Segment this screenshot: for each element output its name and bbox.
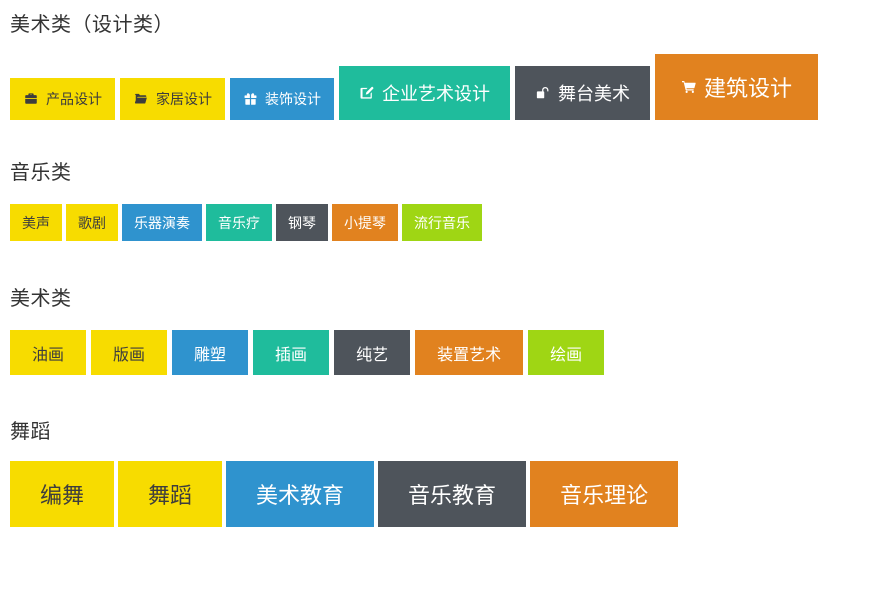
- section-dance: 舞蹈 编舞舞蹈美术教育音乐教育音乐理论: [0, 421, 874, 527]
- category-button-label: 歌剧: [78, 215, 106, 232]
- category-button-dance-5[interactable]: 音乐理论: [530, 461, 679, 527]
- category-button-design-6[interactable]: 建筑设计: [655, 54, 819, 120]
- category-button-label: 产品设计: [46, 92, 102, 108]
- button-row-art: 油画 版画 雕塑 插画 纯艺 装置艺术 绘画: [0, 330, 874, 375]
- section-title-dance: 舞蹈: [10, 419, 51, 443]
- category-button-design-5[interactable]: 舞台美术: [515, 66, 650, 120]
- category-button-label: 钢琴: [288, 215, 316, 232]
- section-title-design: 美术类（设计类）: [10, 12, 174, 36]
- category-button-art-2[interactable]: 版画: [91, 330, 168, 375]
- category-button-music-6[interactable]: 小提琴: [332, 204, 398, 241]
- category-button-label: 插画: [275, 344, 308, 364]
- category-button-design-4[interactable]: 企业艺术设计: [339, 66, 510, 120]
- pencil-square-icon: [359, 86, 375, 100]
- category-button-design-3[interactable]: 装饰设计: [230, 78, 334, 120]
- category-button-label: 编舞: [40, 484, 85, 509]
- category-button-label: 音乐教育: [408, 484, 497, 509]
- category-button-label: 雕塑: [194, 344, 227, 364]
- category-button-music-3[interactable]: 乐器演奏: [122, 204, 202, 241]
- category-button-dance-2[interactable]: 舞蹈: [118, 461, 223, 527]
- category-button-dance-3[interactable]: 美术教育: [226, 461, 375, 527]
- section-title-music: 音乐类: [10, 160, 72, 184]
- category-button-music-1[interactable]: 美声: [10, 204, 62, 241]
- button-row-design: 产品设计 家居设计 装饰设计 企业艺术设计 舞台美术 建筑设计: [0, 54, 874, 120]
- button-row-dance: 编舞 舞蹈 美术教育 音乐教育 音乐理论: [0, 461, 874, 527]
- category-button-music-7[interactable]: 流行音乐: [402, 204, 482, 241]
- category-button-label: 乐器演奏: [134, 215, 190, 232]
- category-button-music-4[interactable]: 音乐疗: [206, 204, 272, 241]
- category-button-label: 纯艺: [356, 344, 389, 364]
- section-title-art: 美术类: [10, 286, 72, 310]
- category-button-label: 舞台美术: [558, 84, 630, 105]
- category-button-label: 绘画: [550, 344, 583, 364]
- section-design: 美术类（设计类） 产品设计 家居设计 装饰设计 企业艺术设计 舞台美术 建筑设计: [0, 0, 874, 120]
- button-row-music: 美声 歌剧 乐器演奏 音乐疗 钢琴 小提琴 流行音乐: [0, 204, 874, 241]
- unlock-icon: [535, 86, 551, 100]
- category-button-label: 装饰设计: [265, 92, 321, 108]
- gift-icon: [243, 92, 258, 106]
- category-button-label: 油画: [32, 344, 65, 364]
- category-button-label: 流行音乐: [414, 215, 470, 232]
- category-button-music-2[interactable]: 歌剧: [66, 204, 118, 241]
- category-button-label: 小提琴: [344, 215, 386, 232]
- category-button-art-6[interactable]: 装置艺术: [415, 330, 524, 375]
- category-button-label: 美术教育: [256, 484, 345, 509]
- briefcase-icon: [23, 92, 39, 106]
- category-button-design-2[interactable]: 家居设计: [120, 78, 225, 120]
- shopping-cart-icon: [681, 80, 697, 94]
- category-button-art-7[interactable]: 绘画: [528, 330, 605, 375]
- category-button-label: 装置艺术: [437, 344, 502, 364]
- category-button-label: 音乐理论: [560, 484, 649, 509]
- section-music: 音乐类 美声 歌剧 乐器演奏 音乐疗 钢琴 小提琴 流行音乐: [0, 162, 874, 241]
- category-button-art-3[interactable]: 雕塑: [172, 330, 249, 375]
- category-button-music-5[interactable]: 钢琴: [276, 204, 328, 241]
- category-button-dance-1[interactable]: 编舞: [10, 461, 115, 527]
- category-button-label: 版画: [113, 344, 146, 364]
- section-art: 美术类 油画 版画 雕塑 插画 纯艺 装置艺术 绘画: [0, 288, 874, 375]
- category-button-label: 家居设计: [156, 92, 212, 108]
- category-button-art-1[interactable]: 油画: [10, 330, 87, 375]
- category-button-label: 音乐疗: [218, 215, 260, 232]
- category-button-dance-4[interactable]: 音乐教育: [378, 461, 527, 527]
- category-button-label: 建筑设计: [704, 77, 793, 102]
- category-button-art-4[interactable]: 插画: [253, 330, 330, 375]
- folder-open-icon: [133, 92, 149, 106]
- category-button-design-1[interactable]: 产品设计: [10, 78, 115, 120]
- category-button-label: 舞蹈: [148, 484, 193, 509]
- category-button-label: 企业艺术设计: [382, 84, 490, 105]
- category-button-label: 美声: [22, 215, 50, 232]
- category-button-art-5[interactable]: 纯艺: [334, 330, 411, 375]
